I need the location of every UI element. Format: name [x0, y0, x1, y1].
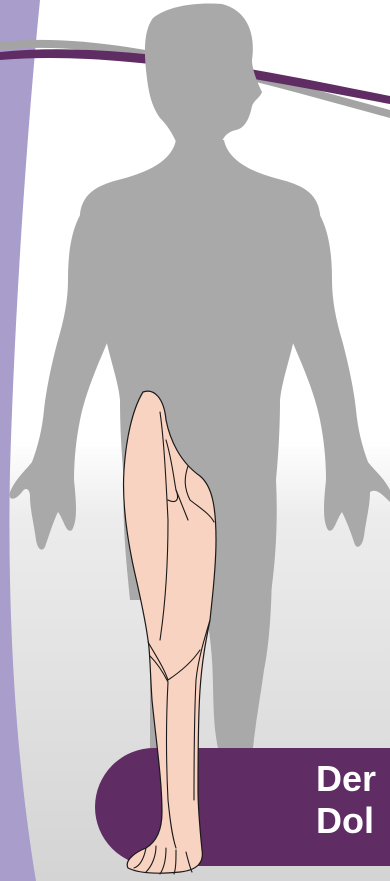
leg-outline: [123, 391, 216, 873]
